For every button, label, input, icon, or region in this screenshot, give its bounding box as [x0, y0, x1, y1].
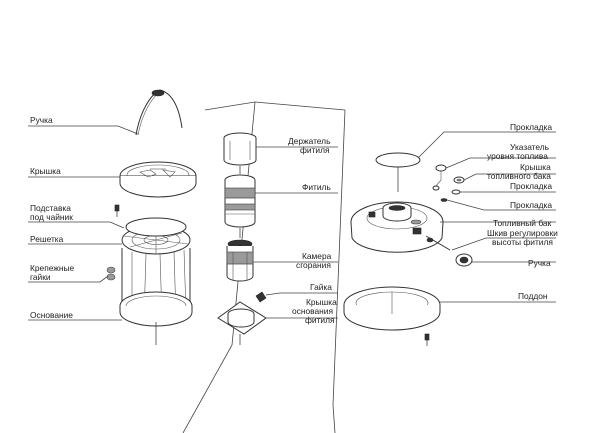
gasket-ring-part: [375, 152, 421, 168]
base-cage-part: [119, 248, 193, 345]
label-wick-base-cover-2: основания: [292, 306, 333, 316]
label-combustion-2: сгорания: [296, 260, 331, 270]
label-wick-pulley-1: Шкив регулировки: [487, 228, 558, 238]
label-handle: Ручка: [30, 115, 53, 125]
label-wick: Фитиль: [302, 182, 331, 192]
label-wick-holder-2: фитиля: [300, 145, 330, 155]
label-wick-holder-1: Держатель: [288, 136, 331, 146]
label-knob: Ручка: [528, 258, 551, 268]
label-fuel-gauge-2: уровня топлива: [487, 151, 548, 161]
label-wick-pulley-2: высоты фитиля: [492, 237, 553, 247]
label-gasket-low: Прокладка: [510, 200, 552, 210]
label-wick-base-cover-3: фитиля: [305, 315, 335, 325]
label-grate: Решетка: [30, 234, 64, 244]
label-fuel-gauge-1: Указатель: [510, 142, 550, 152]
wick-holder-part: [223, 132, 257, 166]
carry-handle-part: [135, 89, 183, 136]
wick-base-cover-part: [217, 301, 267, 335]
label-tank-cap-1: Крышка: [520, 162, 551, 172]
small-nut-part: [255, 291, 267, 303]
tank-cap-part: [453, 176, 465, 184]
middle-leaders: [253, 146, 338, 319]
right-assembly: Прокладка Указатель уровня топлива Крышк…: [343, 122, 558, 346]
label-gasket-top: Прокладка: [510, 122, 552, 132]
label-lid: Крышка: [30, 166, 61, 176]
screw-part: [114, 204, 120, 217]
label-kettle-stand-1: Подставка: [30, 203, 71, 213]
grate-part: [121, 217, 191, 255]
gasket-small-part: [440, 189, 461, 202]
middle-assembly: Держатель фитиля Фитиль Камера сгорания …: [217, 132, 338, 345]
label-gasket-mid: Прокладка: [510, 181, 552, 191]
wick-part: [224, 174, 256, 228]
knob-part: [455, 253, 473, 267]
lid-part: [119, 161, 197, 198]
label-combustion-1: Камера: [302, 251, 332, 261]
label-tank-cap-2: топливного бака: [487, 171, 551, 181]
left-assembly: Ручка Крышка Подставка под чайник Решетк…: [28, 89, 197, 345]
wick-pulley-part: [425, 235, 451, 251]
label-fuel-tank: Топливный бак: [493, 218, 552, 228]
label-nuts-2: гайки: [30, 272, 51, 282]
right-leaders: [417, 131, 556, 303]
nut-part: [106, 266, 116, 281]
label-kettle-stand-2: под чайник: [30, 212, 73, 222]
label-nut: Гайка: [310, 282, 332, 292]
fuel-tank-part: [350, 201, 444, 253]
left-leaders: [28, 125, 139, 321]
combustion-chamber-part: [226, 239, 254, 282]
tray-part: [343, 286, 441, 346]
label-tray: Поддон: [518, 291, 548, 301]
label-nuts-1: Крепежные: [30, 263, 75, 273]
label-wick-base-cover-1: Крышка: [306, 297, 337, 307]
label-base: Основание: [30, 310, 73, 320]
fuel-gauge-part: [432, 164, 447, 191]
